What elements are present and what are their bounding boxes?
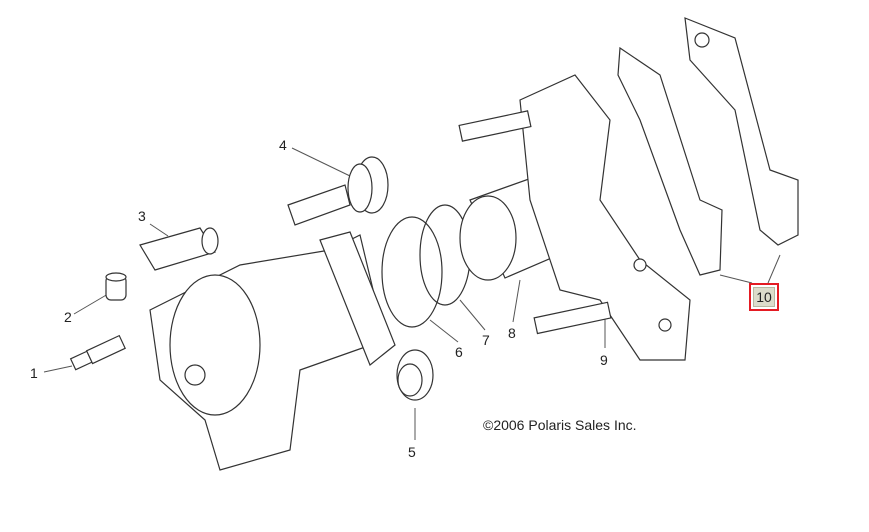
callout-10-label: 10 <box>753 287 775 307</box>
callout-10-selected[interactable]: 10 <box>749 283 779 311</box>
brake-pad-inner <box>617 46 723 276</box>
part-9-bracket <box>458 74 691 361</box>
part-10-brake-pad <box>684 17 799 246</box>
leader-lines <box>43 147 781 440</box>
part-1-bleeder-screw <box>69 334 126 371</box>
copyright-text: ©2006 Polaris Sales Inc. <box>483 417 637 433</box>
callout-1[interactable]: 1 <box>30 365 38 381</box>
callout-7[interactable]: 7 <box>482 332 490 348</box>
caliper-body <box>149 231 396 471</box>
callout-3[interactable]: 3 <box>138 208 146 224</box>
callout-5[interactable]: 5 <box>408 444 416 460</box>
part-2-bushing <box>105 272 127 301</box>
part-5-boot <box>396 349 434 401</box>
callout-2[interactable]: 2 <box>64 309 72 325</box>
callout-9[interactable]: 9 <box>600 352 608 368</box>
part-6-seal <box>381 216 443 328</box>
callout-6[interactable]: 6 <box>455 344 463 360</box>
part-4-pin-boot <box>287 156 389 226</box>
part-3-sleeve <box>139 227 219 271</box>
callout-4[interactable]: 4 <box>279 137 287 153</box>
callout-8[interactable]: 8 <box>508 325 516 341</box>
